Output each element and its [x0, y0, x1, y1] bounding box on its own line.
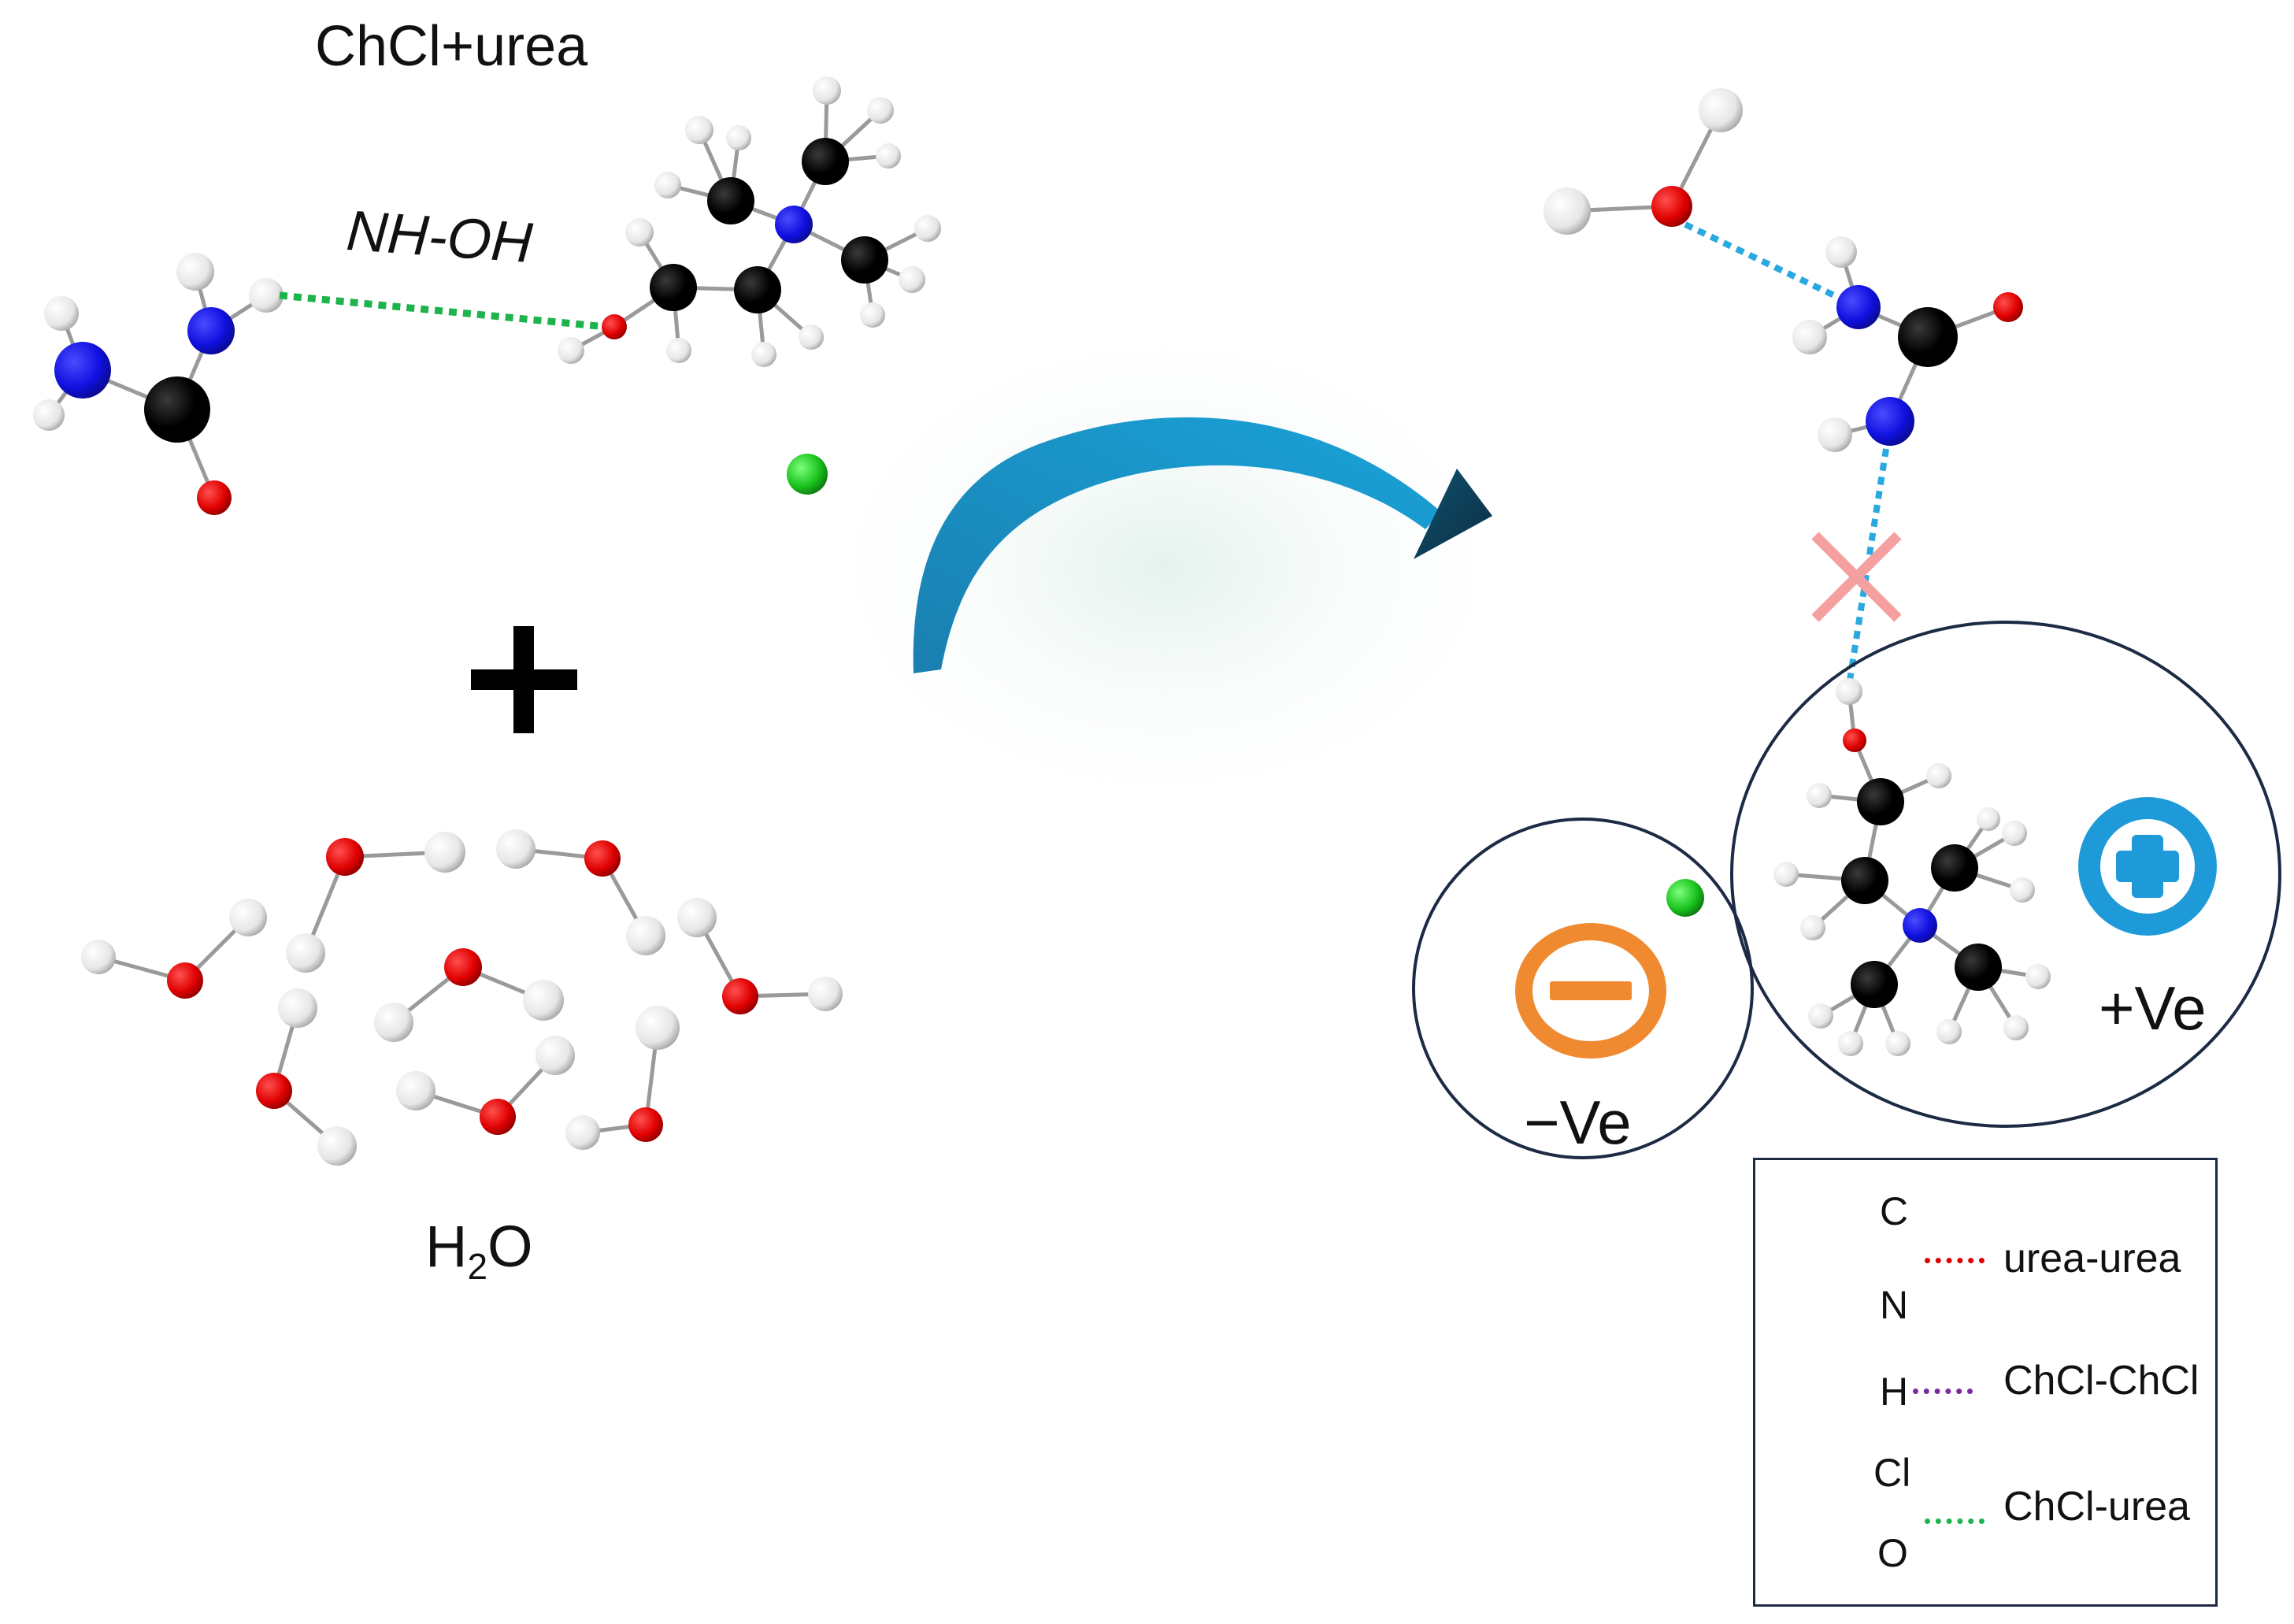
water-hydrogen — [1699, 88, 1743, 132]
curved-arrow-icon — [913, 417, 1492, 673]
arrow-glow — [795, 307, 1536, 827]
water-hydrogen — [1544, 187, 1591, 235]
water-molecule-right — [1566, 109, 1723, 213]
legend-atom-label: N — [1880, 1283, 1909, 1327]
positive-label: +Ve — [2099, 973, 2207, 1043]
water-urea-hbond — [1684, 221, 1852, 306]
legend-chcl-chcl-line — [1913, 1389, 1973, 1394]
legend-chcl-urea-line — [1925, 1518, 1985, 1524]
water-label: H2O — [425, 1214, 533, 1287]
chloride-ion-top — [787, 454, 828, 495]
legend-bond-label: ChCl-urea — [2003, 1484, 2190, 1529]
urea-atoms — [33, 253, 284, 515]
hbond-label: NH-OH — [344, 198, 535, 276]
chloride-ion-right — [1666, 879, 1704, 917]
negative-label: −Ve — [1524, 1088, 1632, 1157]
water-oxygen — [1651, 186, 1692, 227]
legend-atom-label: O — [1877, 1531, 1908, 1575]
legend-bond-label: urea-urea — [2003, 1236, 2181, 1281]
water-atoms — [81, 829, 843, 1166]
legend-atom-label: C — [1880, 1189, 1909, 1233]
legend-urea-urea-line — [1925, 1258, 1985, 1263]
anion-circle — [1412, 818, 1754, 1159]
plus-sign — [471, 626, 577, 733]
choline-molecule-right — [1785, 691, 2039, 1044]
chcl-urea-hbond — [279, 291, 607, 331]
title-label: ChCl+urea — [315, 15, 588, 78]
water-cluster — [98, 847, 826, 1148]
legend: C N H Cl O urea-urea ChCl-ChCl ChCl-urea — [1753, 1158, 2218, 1607]
legend-atom-label: Cl — [1873, 1451, 1911, 1495]
legend-bond-label: ChCl-ChCl — [2003, 1358, 2199, 1403]
urea-atoms-right — [1792, 236, 2023, 452]
choline-atoms-top — [558, 76, 941, 367]
legend-atom-label: H — [1880, 1370, 1909, 1414]
cation-circle — [1730, 621, 2281, 1128]
minus-circle-icon — [1515, 923, 1666, 1059]
broken-bond-cross-icon — [1811, 532, 1902, 622]
plus-circle-icon — [2078, 797, 2217, 936]
choline-atoms-right — [1773, 678, 2051, 1056]
